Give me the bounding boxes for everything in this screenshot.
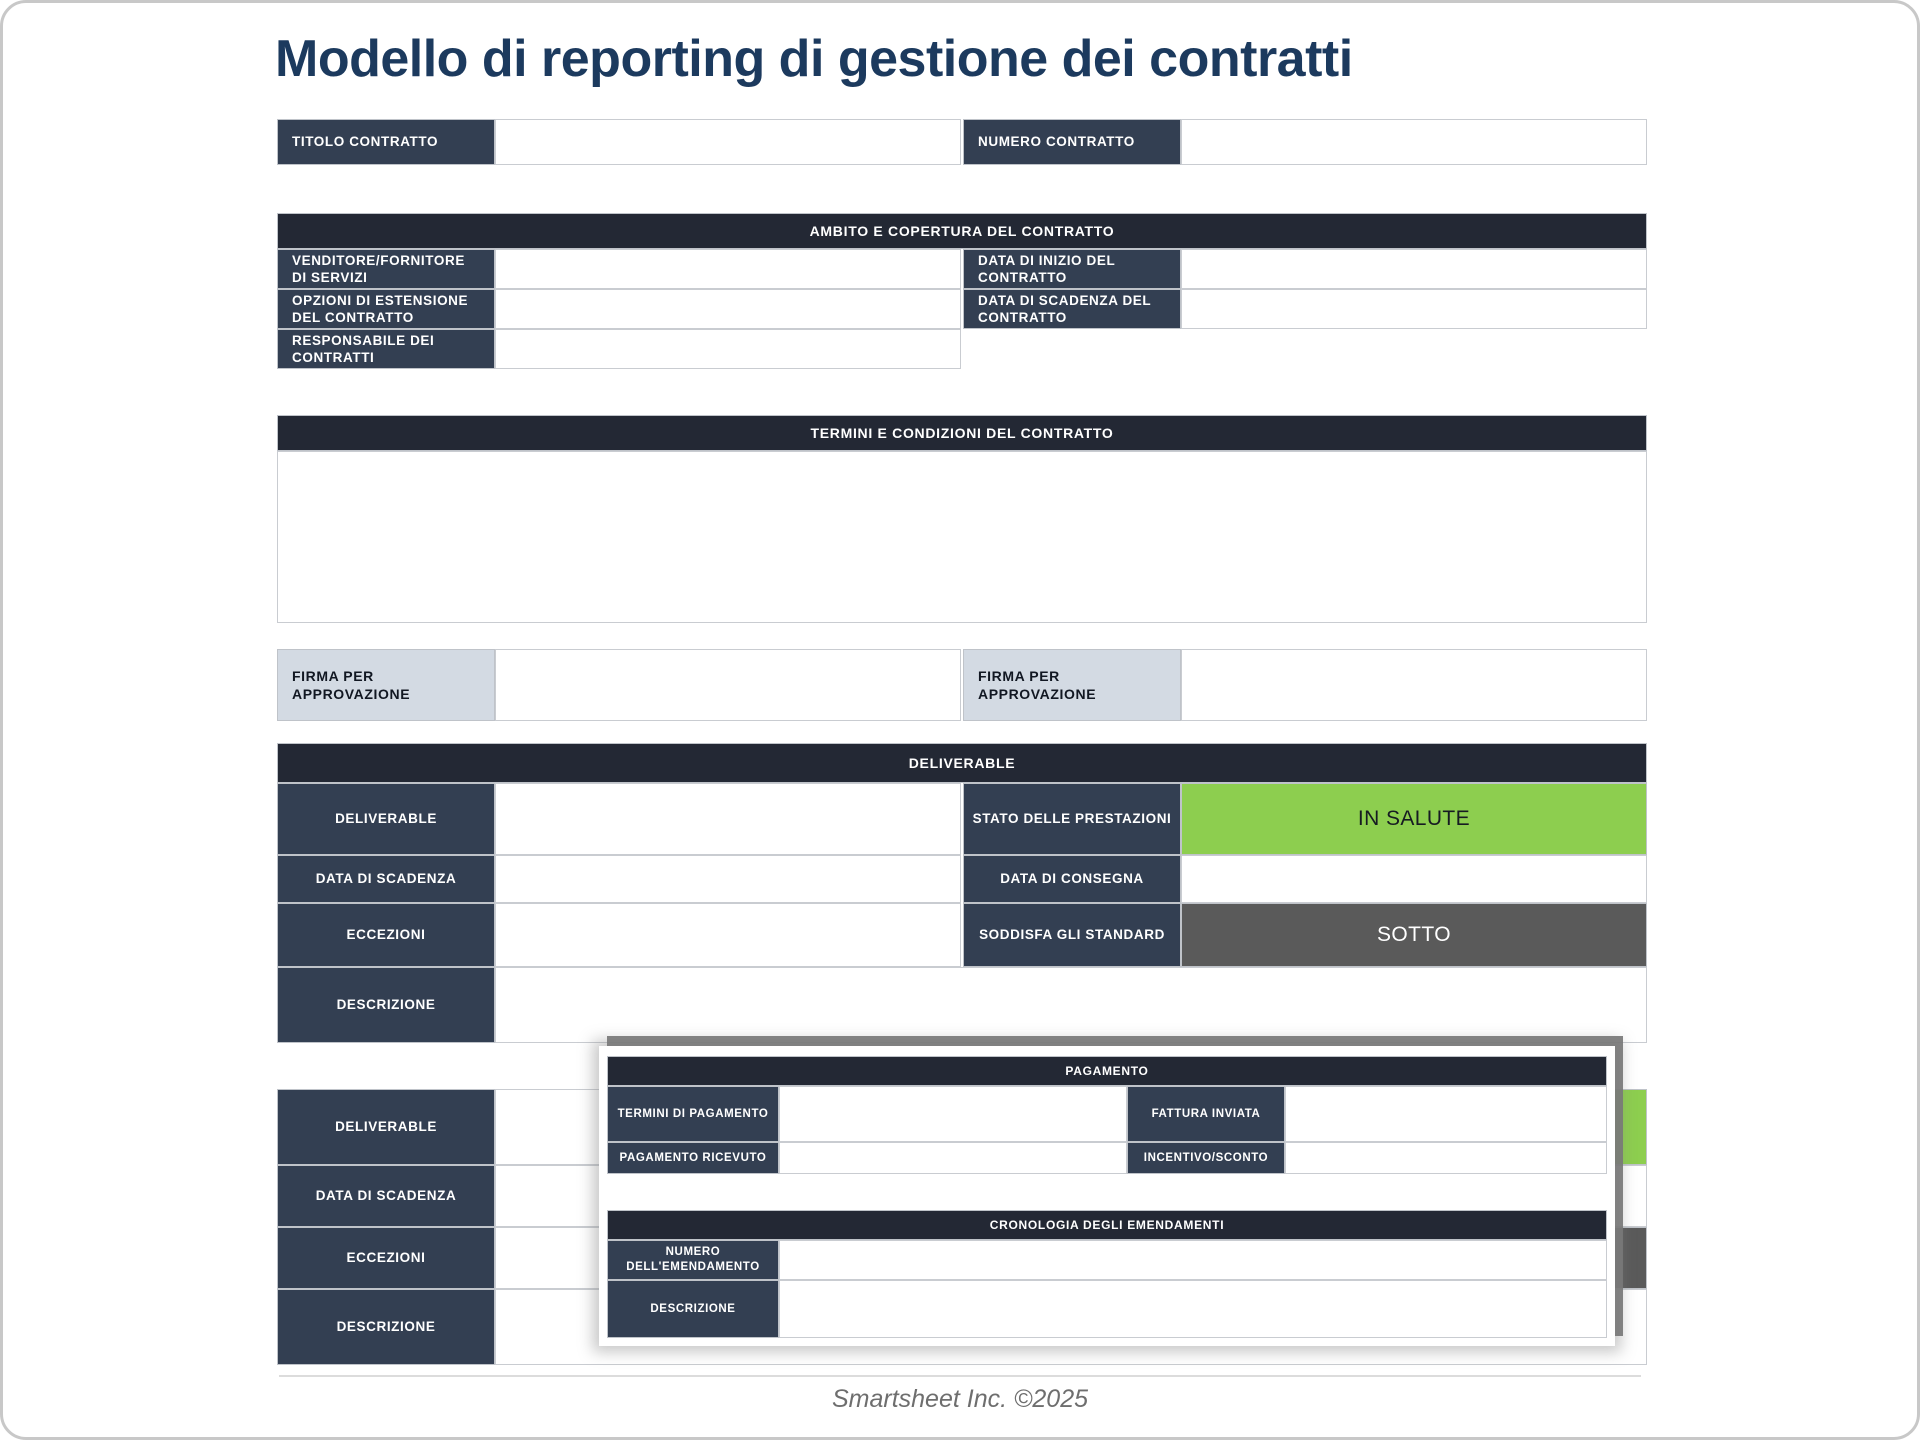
field-input-amendment-description[interactable] [779, 1280, 1607, 1338]
page-title: Modello di reporting di gestione dei con… [275, 30, 1353, 88]
field-label-due-date-1: DATA DI SCADENZA [277, 855, 495, 903]
status-badge-performance-1[interactable]: IN SALUTE [1181, 783, 1647, 855]
field-label-delivery-date-1: DATA DI CONSEGNA [963, 855, 1181, 903]
field-input-payment-received[interactable] [779, 1142, 1127, 1174]
field-input-delivery-date-1[interactable] [1181, 855, 1647, 903]
field-label-signature-right: FIRMA PER APPROVAZIONE [963, 649, 1181, 721]
section-header-deliverable: DELIVERABLE [277, 743, 1647, 783]
field-label-deliverable-1: DELIVERABLE [277, 783, 495, 855]
field-input-description-1[interactable] [495, 967, 1647, 1043]
field-label-incentive-discount: INCENTIVO/SCONTO [1127, 1142, 1285, 1174]
field-input-contract-manager[interactable] [495, 329, 961, 369]
field-input-signature-left[interactable] [495, 649, 961, 721]
section-header-amendments: CRONOLOGIA DEGLI EMENDAMENTI [607, 1210, 1607, 1240]
field-input-incentive-discount[interactable] [1285, 1142, 1607, 1174]
field-input-due-date-1[interactable] [495, 855, 961, 903]
terms-textarea[interactable] [277, 451, 1647, 623]
field-input-start-date[interactable] [1181, 249, 1647, 289]
footer-copyright: Smartsheet Inc. ©2025 [831, 1385, 1089, 1413]
field-input-payment-terms[interactable] [779, 1086, 1127, 1142]
field-label-start-date: DATA DI INIZIO DEL CONTRATTO [963, 249, 1181, 289]
field-label-payment-terms: TERMINI DI PAGAMENTO [607, 1086, 779, 1142]
status-badge-standards-1[interactable]: SOTTO [1181, 903, 1647, 967]
field-label-payment-received: PAGAMENTO RICEVUTO [607, 1142, 779, 1174]
field-label-signature-left: FIRMA PER APPROVAZIONE [277, 649, 495, 721]
field-label-exceptions-2: ECCEZIONI [277, 1227, 495, 1289]
field-input-amendment-number[interactable] [779, 1240, 1607, 1280]
field-label-extension-options: OPZIONI DI ESTENSIONE DEL CONTRATTO [277, 289, 495, 329]
field-label-contract-number: NUMERO CONTRATTO [963, 119, 1181, 165]
field-input-deliverable-1[interactable] [495, 783, 961, 855]
field-label-description-2: DESCRIZIONE [277, 1289, 495, 1365]
field-input-exceptions-1[interactable] [495, 903, 961, 967]
field-label-performance-status-1: STATO DELLE PRESTAZIONI [963, 783, 1181, 855]
field-input-expiry-date[interactable] [1181, 289, 1647, 329]
section-header-scope: AMBITO E COPERTURA DEL CONTRATTO [277, 213, 1647, 249]
field-label-expiry-date: DATA DI SCADENZA DEL CONTRATTO [963, 289, 1181, 329]
field-label-due-date-2: DATA DI SCADENZA [277, 1165, 495, 1227]
footer-divider [279, 1375, 1641, 1377]
field-label-vendor: VENDITORE/FORNITORE DI SERVIZI [277, 249, 495, 289]
field-label-meets-standards-1: SODDISFA GLI STANDARD [963, 903, 1181, 967]
field-input-contract-number[interactable] [1181, 119, 1647, 165]
field-input-contract-title[interactable] [495, 119, 961, 165]
field-label-description-1: DESCRIZIONE [277, 967, 495, 1043]
overlay-panel: PAGAMENTO TERMINI DI PAGAMENTO FATTURA I… [599, 1046, 1615, 1346]
field-label-invoice-sent: FATTURA INVIATA [1127, 1086, 1285, 1142]
field-label-exceptions-1: ECCEZIONI [277, 903, 495, 967]
field-label-contract-title: TITOLO CONTRATTO [277, 119, 495, 165]
field-input-signature-right[interactable] [1181, 649, 1647, 721]
field-input-invoice-sent[interactable] [1285, 1086, 1607, 1142]
field-input-extension-options[interactable] [495, 289, 961, 329]
field-label-contract-manager: RESPONSABILE DEI CONTRATTI [277, 329, 495, 369]
section-header-terms: TERMINI E CONDIZIONI DEL CONTRATTO [277, 415, 1647, 451]
field-label-amendment-description: DESCRIZIONE [607, 1280, 779, 1338]
field-input-vendor[interactable] [495, 249, 961, 289]
field-label-deliverable-2: DELIVERABLE [277, 1089, 495, 1165]
field-label-amendment-number: NUMERO DELL'EMENDAMENTO [607, 1240, 779, 1280]
section-header-payment: PAGAMENTO [607, 1056, 1607, 1086]
